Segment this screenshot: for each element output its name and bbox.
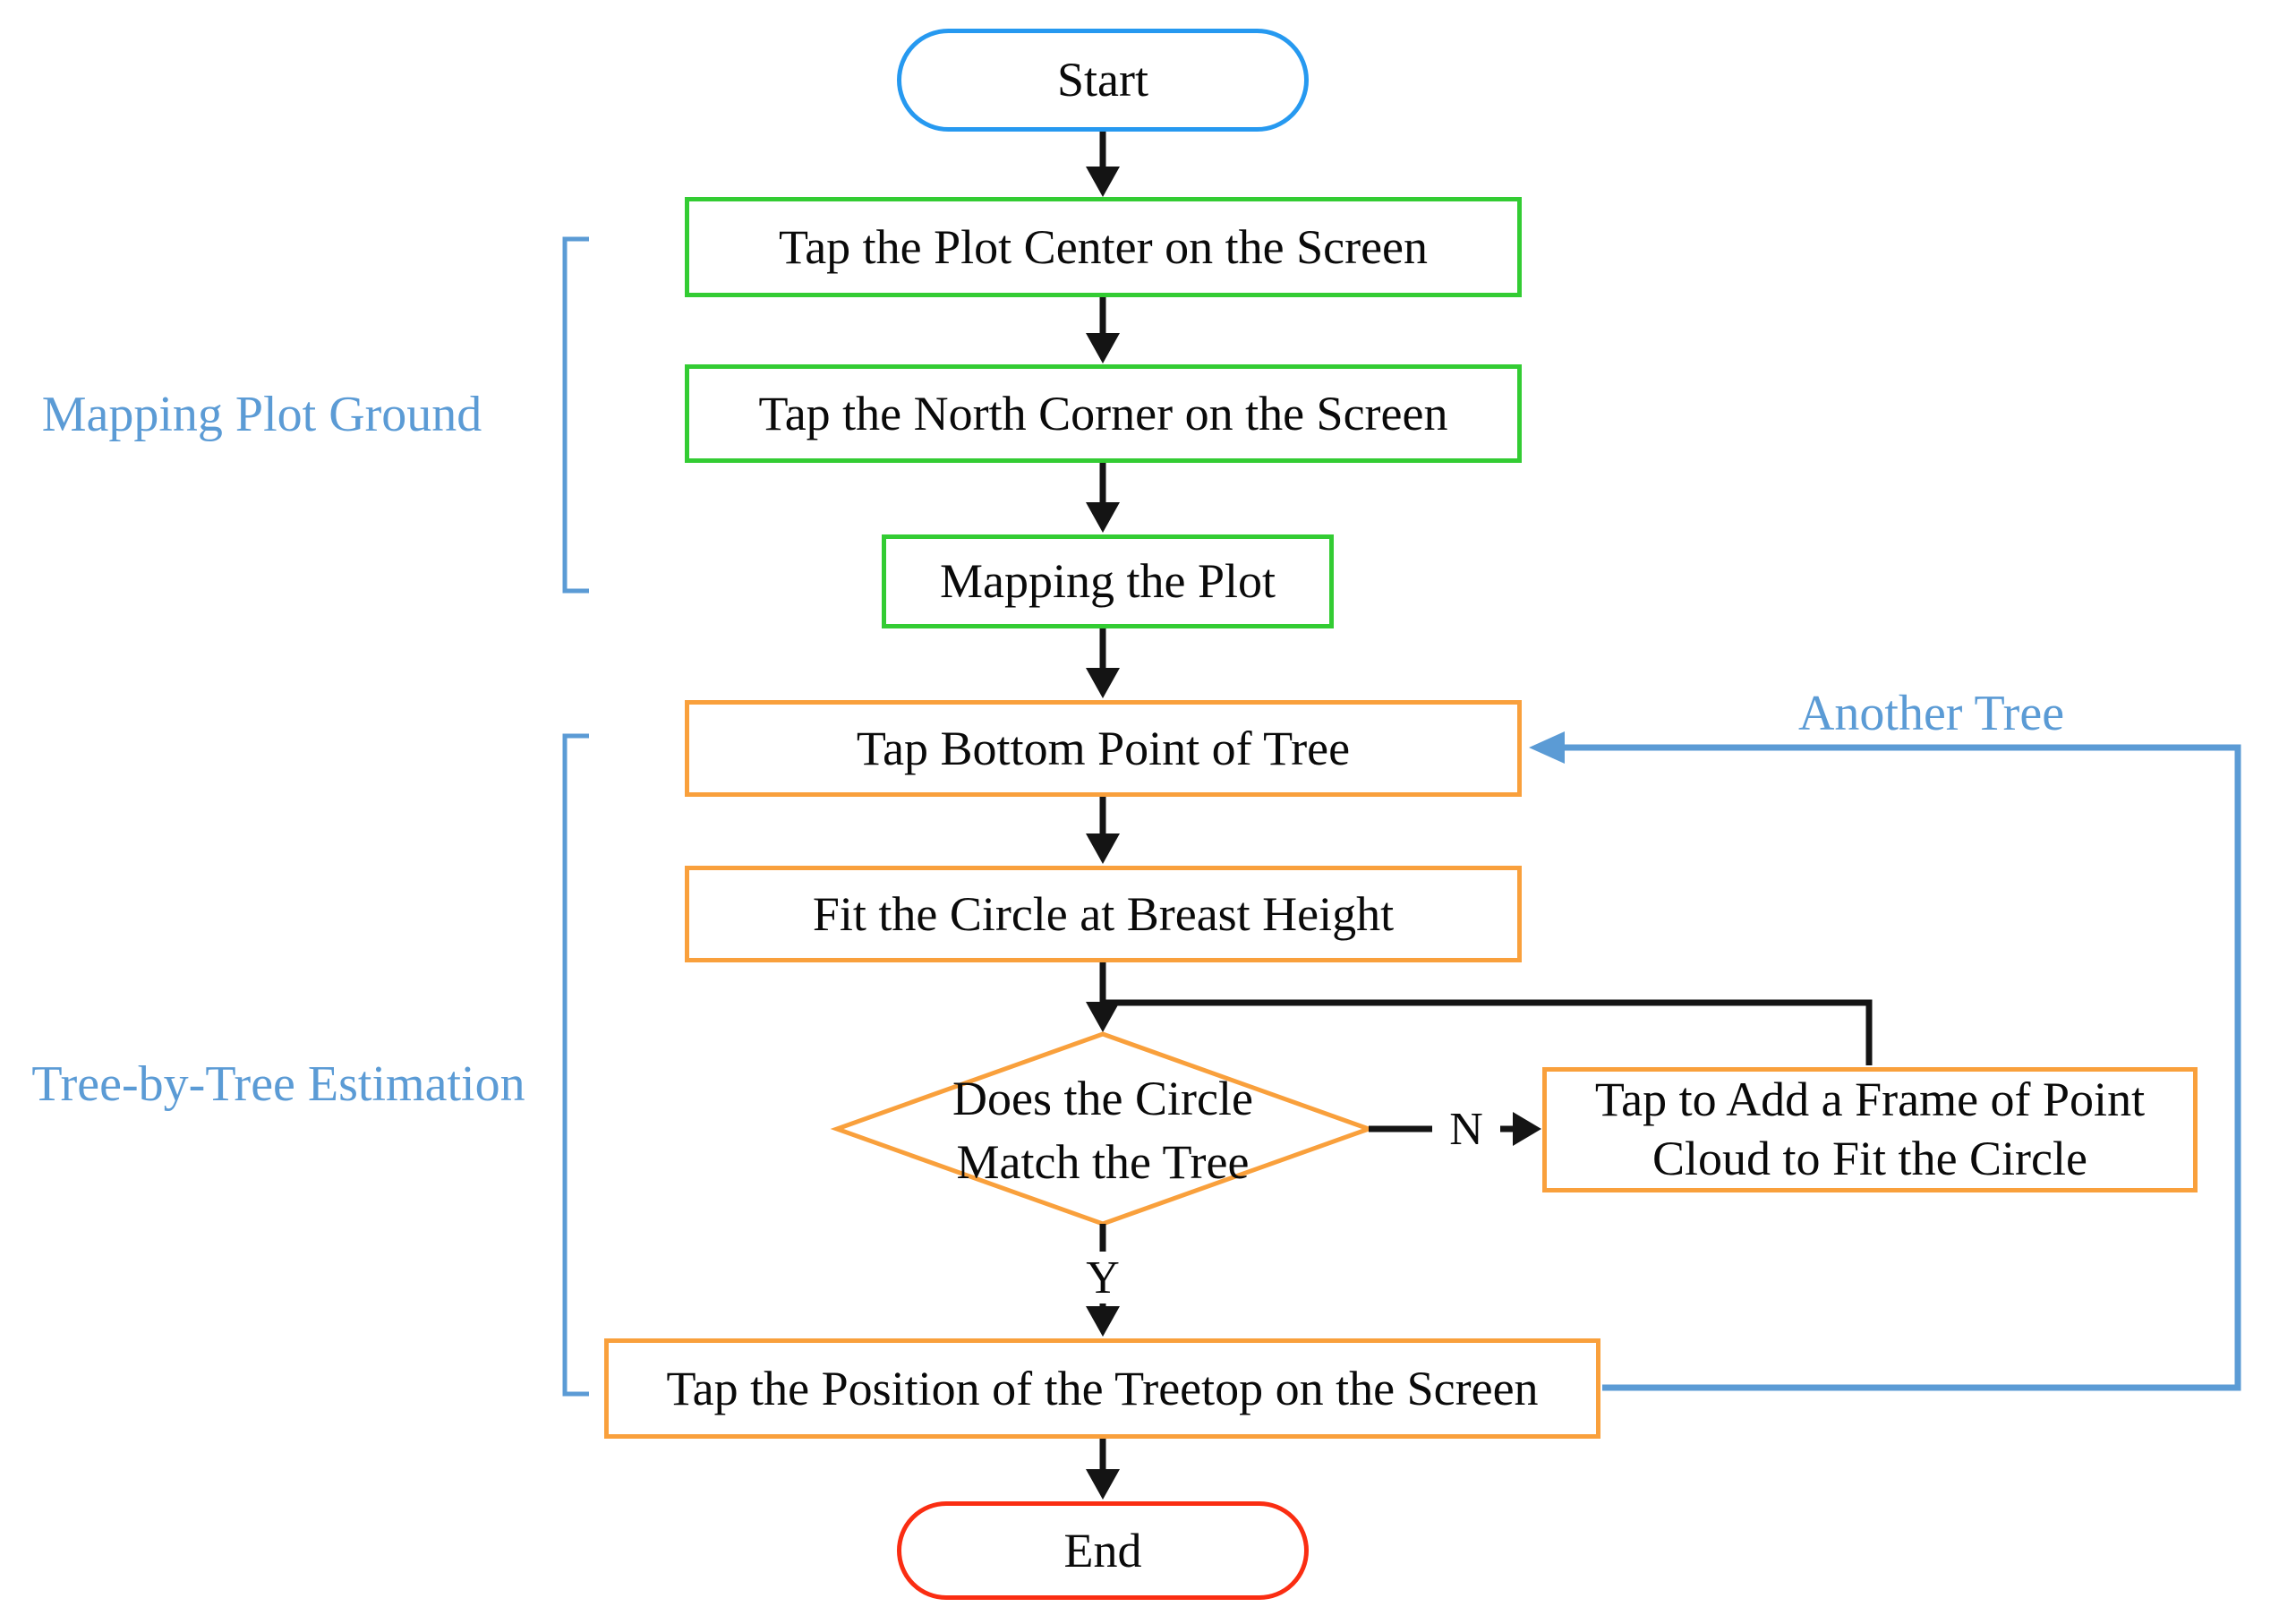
- node-tap-treetop-label: Tap the Position of the Treetop on the S…: [666, 1361, 1539, 1415]
- node-start: Start: [897, 29, 1309, 132]
- node-mapping-the-plot: Mapping the Plot: [882, 534, 1334, 628]
- arrow-down-icon: [1086, 1469, 1120, 1500]
- decision-text-line1: Does the Circle: [952, 1071, 1253, 1125]
- node-tap-plot-center: Tap the Plot Center on the Screen: [685, 197, 1522, 297]
- decision-text-line2: Match the Tree: [956, 1135, 1250, 1189]
- node-tap-plot-center-label: Tap the Plot Center on the Screen: [778, 219, 1429, 274]
- node-start-label: Start: [1057, 53, 1148, 107]
- node-decision-circle-match: Does the Circle Match the Tree: [837, 1064, 1369, 1198]
- arrow-down-icon: [1086, 833, 1120, 864]
- mapping-group-bracket: [562, 236, 589, 594]
- group-label-another-tree: Another Tree: [1797, 686, 2065, 741]
- node-add-frame-point-cloud: Tap to Add a Frame of Point Cloud to Fit…: [1542, 1067, 2198, 1192]
- arrow-down-icon: [1086, 1306, 1120, 1337]
- group-label-tree-by-tree: Tree-by-Tree Estimation: [31, 1056, 525, 1112]
- arrow-left-icon: [1529, 731, 1565, 764]
- arrow-right-icon: [1513, 1112, 1541, 1146]
- add-frame-line2: Cloud to Fit the Circle: [1652, 1132, 2087, 1185]
- node-tap-north-corner-label: Tap the North Corner on the Screen: [758, 386, 1448, 440]
- arrow-down-icon: [1086, 502, 1120, 533]
- branch-label-no: N: [1432, 1103, 1500, 1155]
- flow-line-add-frame-loop: [1103, 999, 1873, 1065]
- node-tap-treetop: Tap the Position of the Treetop on the S…: [604, 1338, 1600, 1439]
- node-end-label: End: [1063, 1523, 1142, 1577]
- add-frame-line1: Tap to Add a Frame of Point: [1594, 1073, 2146, 1127]
- node-fit-circle: Fit the Circle at Breast Height: [685, 866, 1522, 962]
- node-tap-bottom-point-label: Tap Bottom Point of Tree: [856, 721, 1351, 775]
- another-tree-loop-line: [1565, 744, 2241, 1391]
- node-mapping-the-plot-label: Mapping the Plot: [940, 554, 1276, 609]
- arrow-down-icon: [1086, 668, 1120, 698]
- tree-group-bracket: [562, 733, 589, 1397]
- arrow-down-icon: [1086, 333, 1120, 363]
- arrow-down-icon: [1086, 167, 1120, 197]
- node-tap-north-corner: Tap the North Corner on the Screen: [685, 364, 1522, 463]
- node-fit-circle-label: Fit the Circle at Breast Height: [812, 886, 1395, 941]
- branch-label-yes: Y: [1074, 1252, 1131, 1303]
- arrow-down-icon: [1086, 1002, 1120, 1032]
- node-tap-bottom-point: Tap Bottom Point of Tree: [685, 700, 1522, 797]
- node-end: End: [897, 1501, 1309, 1600]
- group-label-mapping-plot-ground: Mapping Plot Ground: [41, 387, 482, 442]
